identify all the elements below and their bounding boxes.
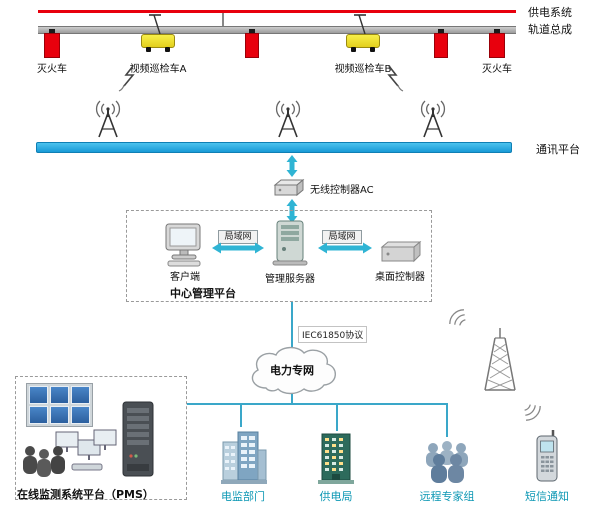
- network-line: [446, 403, 448, 437]
- power-supply-line: [38, 10, 516, 13]
- fire-truck-right-icon: [489, 33, 505, 58]
- network-line: [291, 394, 293, 404]
- sms-phone-icon: [536, 430, 558, 482]
- dept-label: 电监部门: [221, 490, 265, 503]
- desktop-controller-icon: [380, 240, 422, 263]
- server-rack-icon: [122, 401, 154, 477]
- fire-truck-left-icon: [44, 33, 60, 58]
- patrol-vehicle-a-icon: [141, 34, 175, 52]
- double-arrow-icon: [318, 242, 372, 254]
- wireless-ac-icon: [273, 178, 305, 197]
- cell-tower-icon: [484, 328, 516, 391]
- fire-truck-right-label: 灭火车: [482, 64, 512, 75]
- lan-left-tag: 局域网: [218, 230, 258, 244]
- antenna-icon: [420, 100, 446, 138]
- track-bar: [38, 26, 516, 34]
- track-support: [222, 13, 224, 26]
- center-platform-box: [126, 210, 432, 302]
- truck-mount: [49, 29, 55, 34]
- antenna-icon: [95, 100, 121, 138]
- lan-right-tag: 局域网: [322, 230, 362, 244]
- power-network-label: 电力专网: [270, 364, 314, 377]
- dept-building-icon: [221, 431, 267, 484]
- video-wall-icon: [26, 383, 93, 427]
- fire-truck-left-label: 灭火车: [37, 64, 67, 75]
- center-platform-label: 中心管理平台: [170, 287, 236, 300]
- comm-platform-label: 通讯平台: [536, 143, 580, 156]
- workstation-monitors-icon: [55, 429, 117, 471]
- truck-mount: [494, 29, 500, 34]
- protocol-label: IEC61850协议: [298, 326, 368, 343]
- double-arrow-icon: [286, 155, 298, 177]
- double-arrow-icon: [212, 242, 264, 254]
- experts-group-icon: [426, 441, 468, 483]
- wireless-ac-label: 无线控制器AC: [310, 185, 374, 196]
- mgmt-server-label: 管理服务器: [265, 274, 315, 285]
- truck-mount: [438, 29, 444, 34]
- client-label: 客户端: [170, 272, 200, 283]
- patrol-vehicle-b-icon: [346, 34, 380, 52]
- operators-people-icon: [23, 446, 65, 477]
- mgmt-server-icon: [272, 220, 308, 266]
- wireless-signal-icon: [118, 65, 135, 92]
- bureau-building-icon: [318, 433, 354, 484]
- patrol-a-label: 视频巡检车A: [129, 64, 187, 75]
- network-bus-line: [187, 403, 448, 405]
- experts-label: 远程专家组: [419, 490, 475, 503]
- pms-label: 在线监测系统平台（PMS）: [17, 488, 154, 501]
- signal-arcs-icon: [524, 404, 541, 421]
- wireless-signal-icon: [387, 65, 404, 92]
- pms-box: [15, 376, 187, 500]
- client-icon: [165, 223, 201, 267]
- fire-truck-mid-right-icon: [434, 33, 448, 58]
- double-arrow-icon: [286, 199, 298, 223]
- desktop-controller-label: 桌面控制器: [375, 272, 425, 283]
- sms-label: 短信通知: [525, 490, 569, 503]
- power-network-cloud-icon: [251, 346, 336, 395]
- patrol-b-label: 视频巡检车B: [334, 64, 392, 75]
- pantograph-icon: [354, 14, 366, 35]
- antenna-icon: [275, 100, 301, 138]
- signal-arcs-icon: [449, 309, 466, 326]
- network-line: [240, 403, 242, 427]
- power-system-label: 供电系统: [528, 6, 572, 19]
- track-label: 轨道总成: [528, 23, 572, 36]
- bureau-label: 供电局: [319, 490, 353, 503]
- fire-truck-mid-left-icon: [245, 33, 259, 58]
- protocol-line: [291, 302, 293, 350]
- truck-mount: [249, 29, 255, 34]
- comm-platform-bar: [36, 142, 512, 153]
- network-line: [336, 403, 338, 431]
- pantograph-icon: [149, 14, 161, 35]
